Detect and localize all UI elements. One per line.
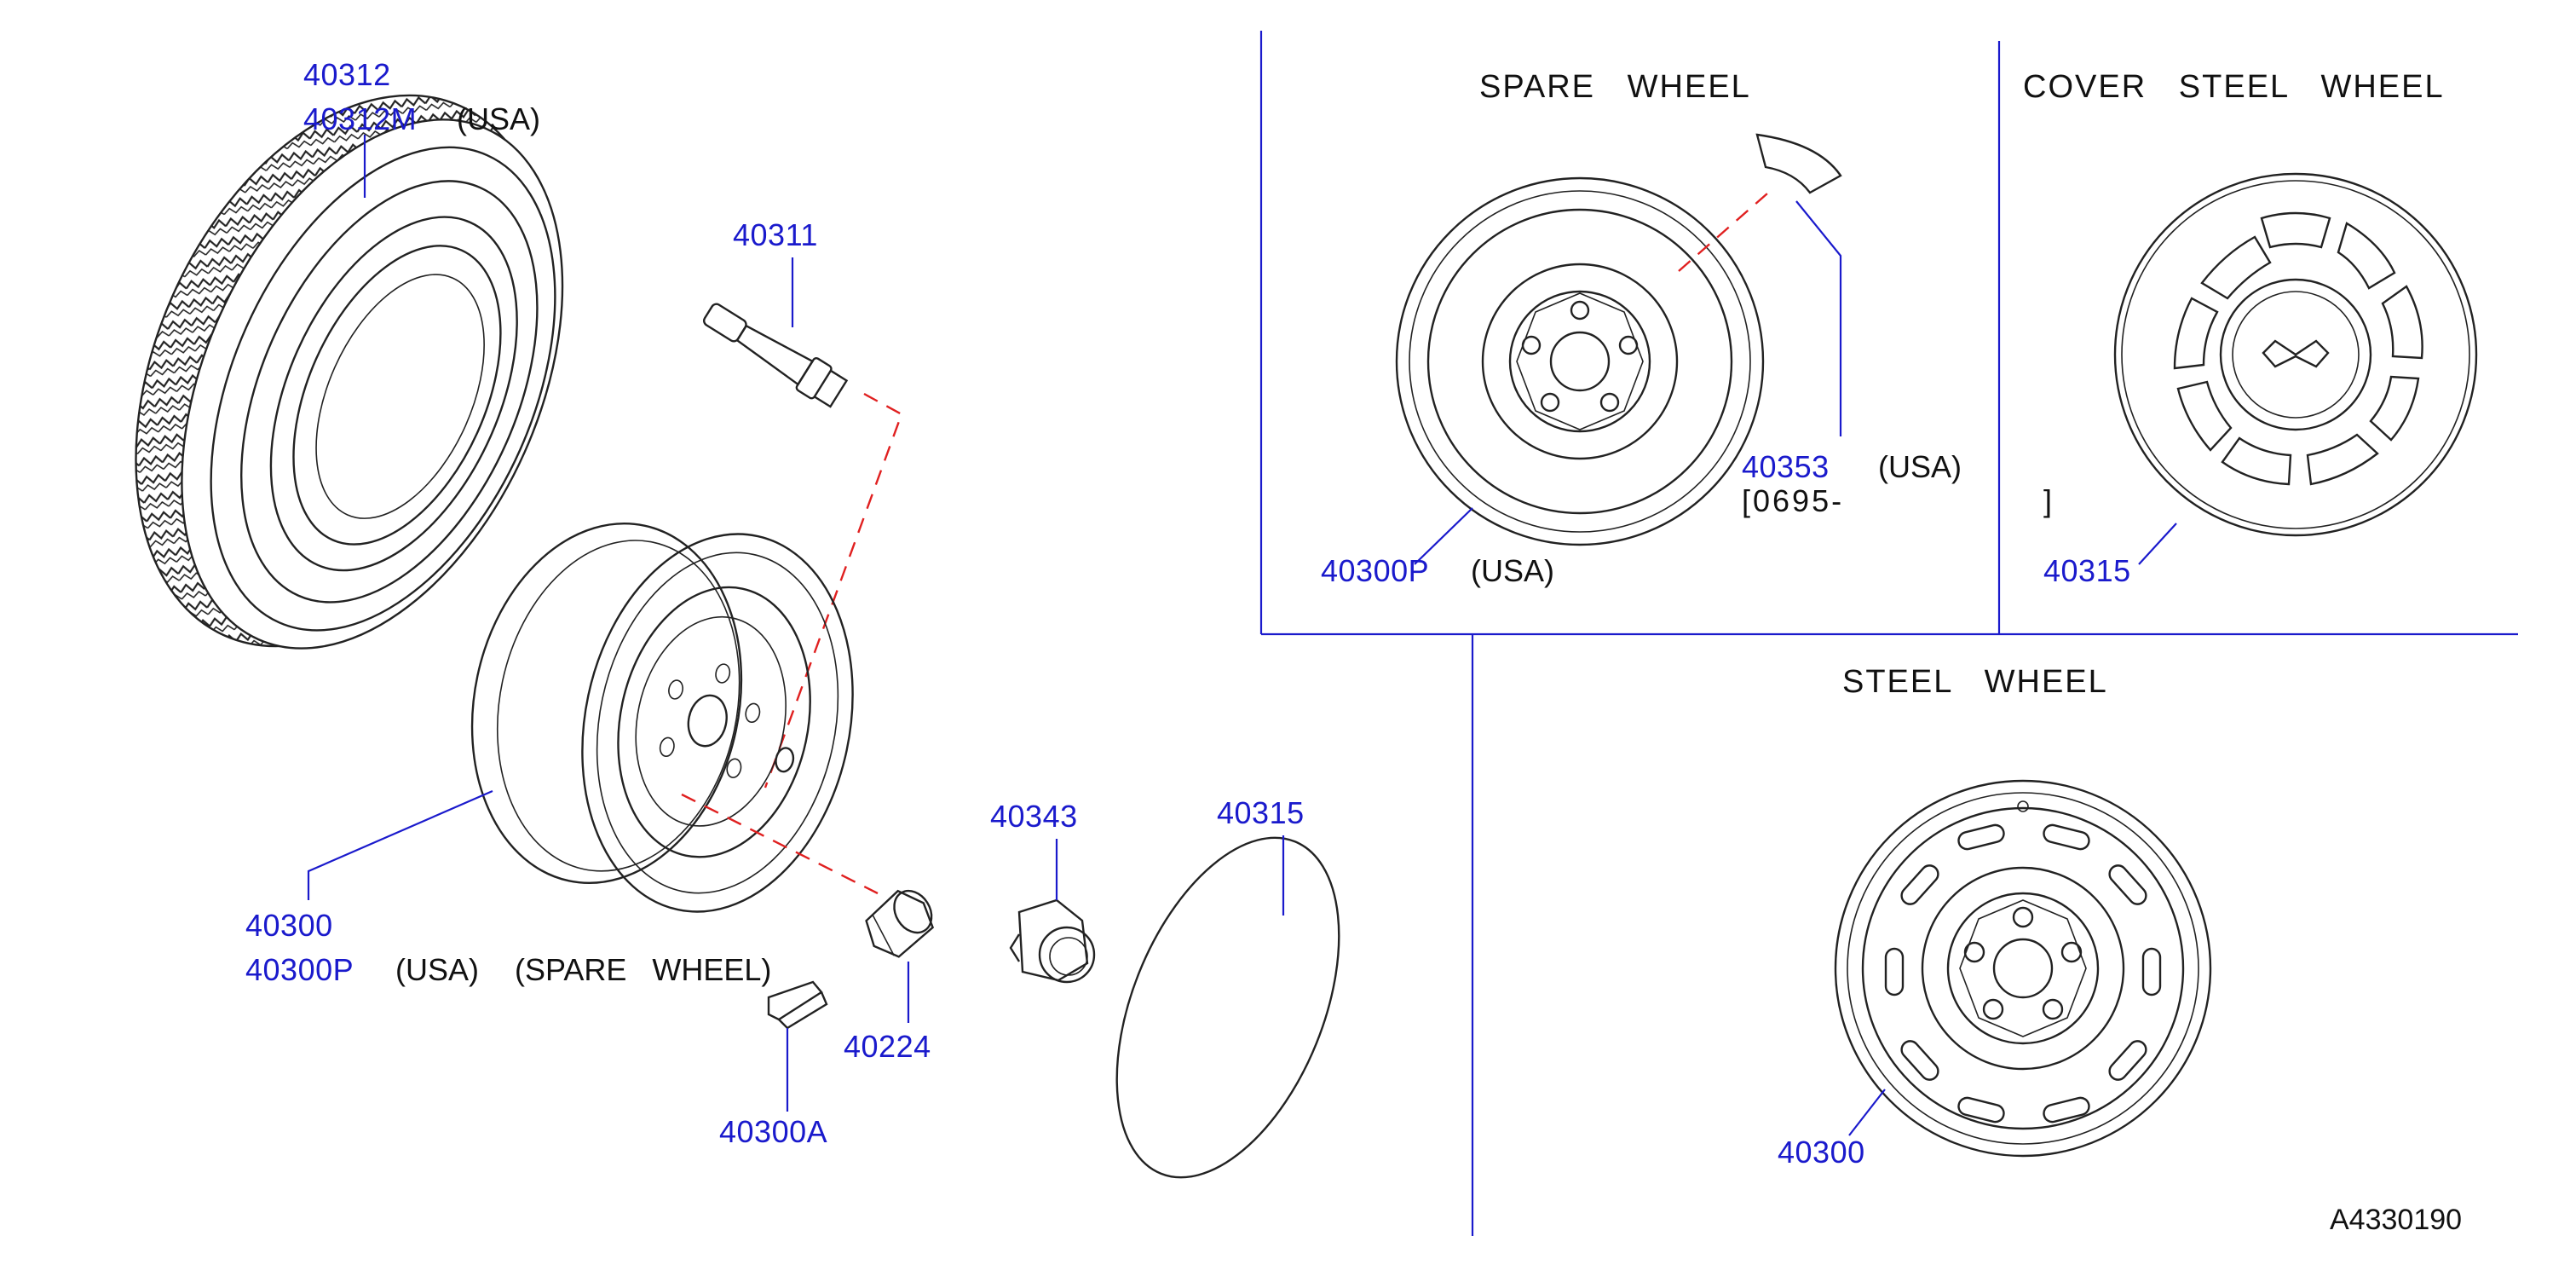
spare-wheel-part-number[interactable]: 40300P bbox=[1321, 553, 1429, 588]
diagram-reference: A4330190 bbox=[2330, 1204, 2462, 1236]
wheel-rim-illustration bbox=[470, 522, 854, 913]
wheel-region-note: (USA) bbox=[395, 952, 479, 987]
valve-part-number[interactable]: 40311 bbox=[733, 217, 818, 252]
cover-disc-part-number[interactable]: 40315 bbox=[1217, 795, 1305, 830]
center-cap-illustration bbox=[1009, 898, 1096, 984]
cover-bracket-note: ] bbox=[2043, 483, 2052, 518]
tire-alt-part-number[interactable]: 40312M bbox=[303, 101, 417, 136]
steel-wheel-illustration bbox=[1834, 779, 2212, 1158]
cover-part-number[interactable]: 40315 bbox=[2043, 553, 2131, 588]
panel-frames bbox=[1259, 31, 2518, 1236]
cover-steel-wheel-illustration bbox=[2113, 172, 2478, 537]
spare-wheel-label-illustration bbox=[1755, 133, 1842, 194]
tire-region-note: (USA) bbox=[457, 101, 540, 136]
wheel-spare-note: (SPARE WHEEL) bbox=[515, 952, 771, 987]
wheel-nut-illustration bbox=[865, 889, 935, 958]
steel-wheel-part-number[interactable]: 40300 bbox=[1778, 1135, 1865, 1170]
cap-part-number[interactable]: 40343 bbox=[990, 799, 1078, 834]
cover-steel-wheel-panel-title: COVER STEEL WHEEL bbox=[2023, 69, 2445, 105]
spare-wheel-panel-title: SPARE WHEEL bbox=[1479, 69, 1751, 105]
wheel-alt-part-number[interactable]: 40300P bbox=[245, 952, 354, 987]
spare-label-date-note: [0695- bbox=[1742, 483, 1844, 518]
spare-label-part-number[interactable]: 40353 bbox=[1742, 449, 1830, 484]
wheel-part-number[interactable]: 40300 bbox=[245, 908, 333, 943]
nut-part-number[interactable]: 40224 bbox=[844, 1029, 931, 1064]
wheel-cover-disc-illustration bbox=[1115, 836, 1340, 1179]
spare-wheel-region-note: (USA) bbox=[1471, 553, 1554, 588]
spare-wheel-illustration bbox=[1395, 176, 1765, 546]
tire-illustration bbox=[135, 94, 564, 650]
valve-stem-illustration bbox=[702, 303, 849, 408]
steel-wheel-panel-title: STEEL WHEEL bbox=[1842, 664, 2108, 700]
tire-part-number[interactable]: 40312 bbox=[303, 57, 391, 92]
balance-weight-illustration bbox=[767, 980, 828, 1030]
spare-label-region-note: (USA) bbox=[1878, 449, 1962, 484]
weight-part-number[interactable]: 40300A bbox=[719, 1114, 827, 1149]
